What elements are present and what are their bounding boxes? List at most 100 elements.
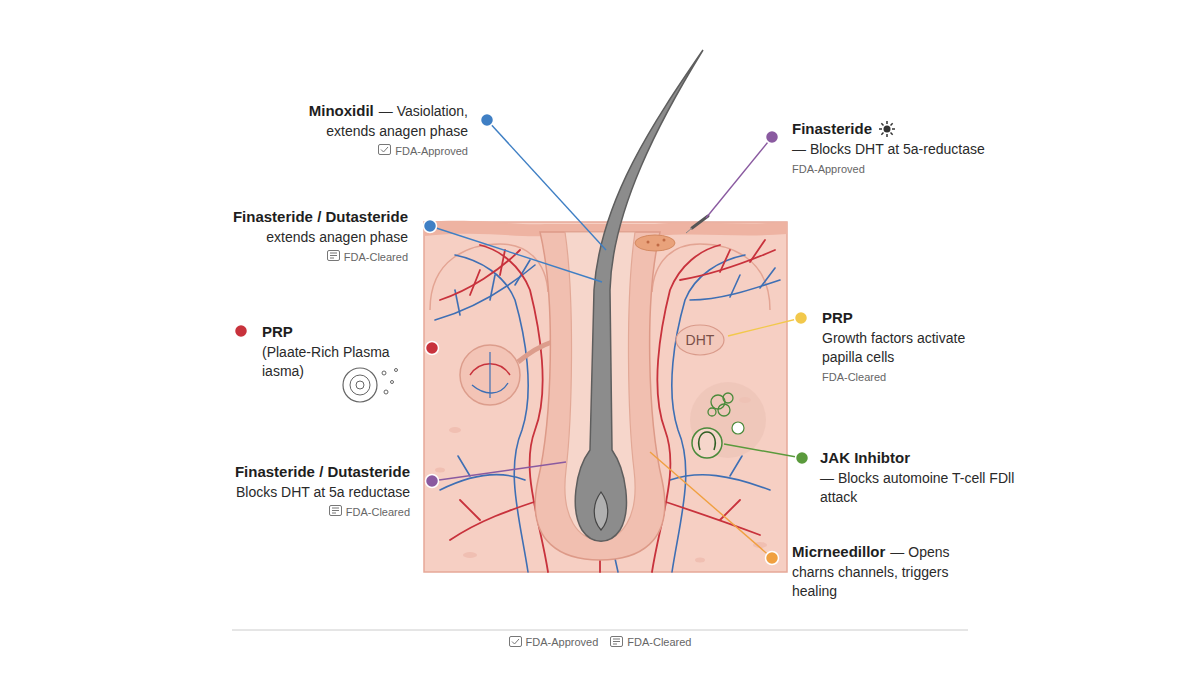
artery (660, 500, 760, 535)
approval-icon (329, 506, 341, 516)
injection-site (663, 239, 666, 242)
callout: JAK Inhibtor— Blocks automoine T-cell FD… (820, 447, 1015, 507)
callout-line: FDA-Cleared (180, 502, 410, 522)
approval-icon (610, 636, 623, 647)
approval-icon (512, 639, 519, 644)
leader-dot (424, 220, 437, 233)
skin-spot (449, 427, 461, 433)
sun-icon (878, 120, 896, 138)
legend-label: FDA-Approved (526, 636, 599, 648)
jak-icon (732, 422, 744, 434)
approval-note: FDA-Cleared (822, 371, 886, 383)
approval-icon (379, 145, 391, 155)
hair-shaft (575, 50, 703, 541)
callout-text: — Blocks automoine T-cell FDll attack (820, 470, 1014, 505)
artery (720, 250, 730, 272)
vein (440, 475, 525, 490)
approval-icon (613, 639, 620, 644)
leader-line (650, 452, 772, 558)
leader-dot (426, 342, 439, 355)
leader-line (487, 120, 606, 250)
approval-note: FDA-Cleared (344, 251, 408, 263)
approval-icon (327, 251, 339, 261)
skin-spot (695, 558, 705, 563)
divider-rule (232, 630, 968, 631)
leader-dot (796, 452, 809, 465)
callout-line: — Blocks DHT at 5a-reductase (792, 140, 1042, 159)
leader-line (706, 137, 772, 218)
injection-site (692, 216, 708, 228)
legend-label: FDA-Cleared (627, 636, 691, 648)
hair-shaft (594, 492, 608, 530)
leader-line (432, 462, 566, 481)
sebaceous-gland (489, 352, 490, 398)
jak-icon (692, 428, 722, 458)
approval-icon (330, 253, 337, 258)
callout-text: Blocks DHT at 5a reductase (236, 484, 410, 500)
divider-rule (232, 630, 968, 631)
vein (760, 268, 775, 288)
leader-dot (766, 131, 779, 144)
approval-note: FDA-Approved (792, 163, 865, 175)
dermal-bulge (652, 244, 770, 310)
vein (515, 260, 530, 285)
leader-line (728, 318, 801, 336)
sun-icon (879, 121, 895, 137)
vein (458, 456, 470, 476)
jak-icon (690, 382, 766, 458)
sun-icon (881, 123, 883, 125)
leader-line (430, 120, 802, 558)
skin-spot (435, 468, 445, 473)
callout-line: Finasteride / Dutasteride (178, 206, 408, 228)
legend-entry: FDA-Cleared (610, 636, 691, 648)
prp-icon (391, 381, 394, 384)
callout-title: Finasteride / Dutasteride (233, 208, 408, 225)
leader-line (724, 444, 802, 458)
leader-dot (235, 325, 248, 338)
leader-dot (795, 312, 808, 325)
leader-dot (766, 552, 779, 565)
sun-icon (891, 123, 893, 125)
approval-icon (611, 636, 623, 646)
legend: FDA-Approved FDA-Cleared (0, 636, 1200, 648)
callout-line: Minoxidil— Vasiolation, extends anagen p… (268, 100, 468, 141)
callout-line: — Blocks automoine T-cell FDll attack (820, 469, 1015, 507)
leader-dot (235, 114, 809, 565)
callout: PRP(Plaate-Rich Plasma iasma) (262, 321, 404, 381)
jak-icon (723, 393, 733, 403)
callout-line: FDA-Approved (268, 141, 468, 161)
sebaceous-gland (518, 342, 552, 362)
hormone-label: DHT (686, 332, 715, 348)
sun-icon (886, 121, 888, 124)
callout-line: (Plaate-Rich Plasma iasma) (262, 343, 404, 381)
callout: PRPGrowth factors activate papilla cells… (822, 307, 976, 387)
artery (470, 270, 480, 295)
skin-spot (463, 552, 477, 558)
legend-entry: FDA-Approved (509, 636, 599, 648)
approval-icon (378, 144, 391, 155)
sun-icon (886, 134, 888, 137)
callout: Finasteride— Blocks DHT at 5a-reductaseF… (792, 118, 1042, 179)
dermal-bulge (430, 244, 548, 310)
callout-line: extends anagen phase (178, 228, 408, 247)
artery (680, 250, 775, 280)
approval-icon (332, 508, 339, 513)
prp-icon (356, 381, 364, 389)
sebaceous-gland (460, 342, 552, 405)
sun-icon (884, 125, 891, 132)
callout-text: (Plaate-Rich Plasma iasma) (262, 344, 390, 379)
prp-icon (350, 375, 370, 395)
callout: Micrneedillor— Opens charns channels, tr… (792, 541, 982, 601)
injection-site (686, 228, 692, 233)
callout: Finasteride / Dutasteride extends anagen … (178, 206, 408, 267)
sun-icon (881, 132, 883, 134)
callout-text: Growth factors activate papilla cells (822, 330, 965, 365)
approval-note: FDA-Cleared (346, 506, 410, 518)
injection-site (635, 216, 708, 251)
callout-title: Micrneedillor (792, 543, 885, 560)
prp-icon (384, 390, 388, 394)
callout-line: Micrneedillor— Opens charns channels, tr… (792, 541, 982, 601)
jak-icon (690, 382, 766, 458)
leader-dot (426, 475, 439, 488)
